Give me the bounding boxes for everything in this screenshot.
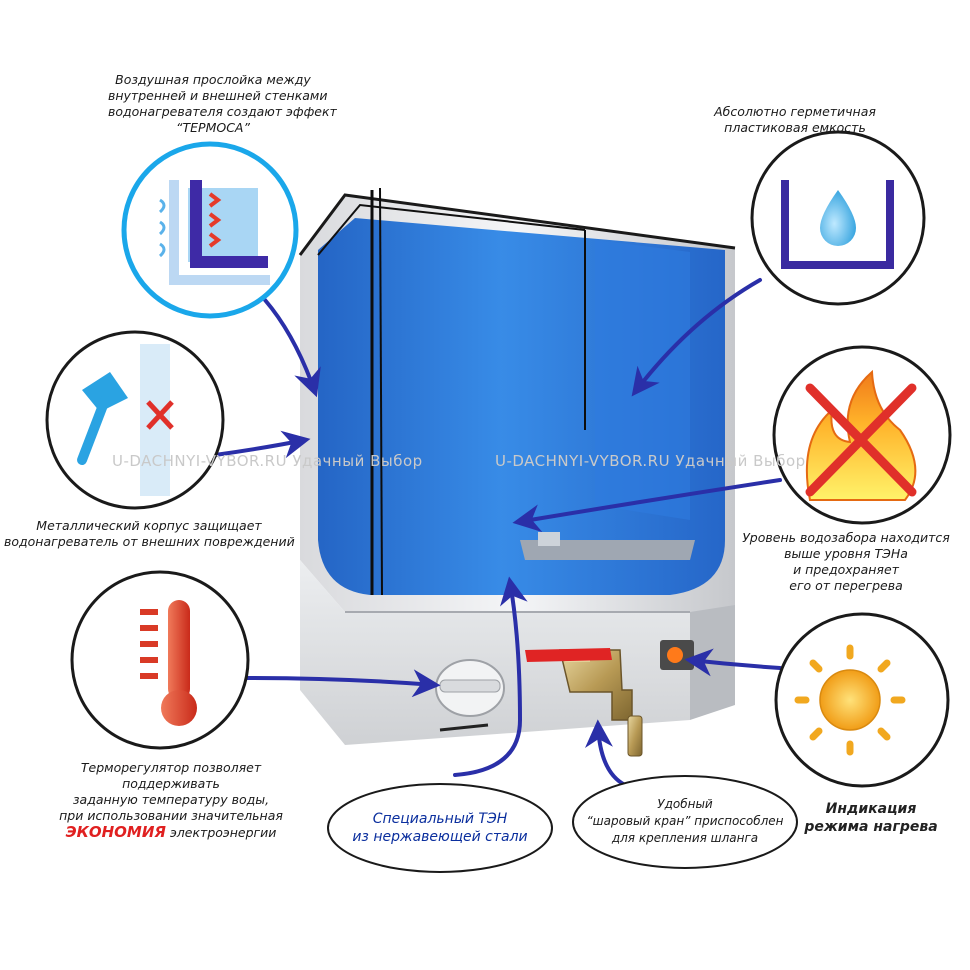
- thermometer-icon: [140, 600, 197, 726]
- indicator-callout: [774, 612, 950, 788]
- watermark-left: U-DACHNYI-VYBOR.RU Удачный Выбор: [112, 452, 423, 470]
- heater-oval: [327, 783, 553, 873]
- hermetic-caption: Абсолютно герметичная пластиковая емкост…: [714, 104, 876, 135]
- water-level-caption: Уровень водозабора находится выше уровня…: [742, 530, 950, 593]
- watermark-right: U-DACHNYI-VYBOR.RU Удачный Выбор: [495, 452, 806, 470]
- ball-valve-oval: [572, 775, 798, 869]
- metal-case-callout: [45, 330, 225, 510]
- thermostat-callout: [70, 570, 250, 750]
- thermos-wall-icon: [158, 180, 270, 285]
- heater-caption: Специальный ТЭН из нержавеющей стали: [352, 811, 528, 845]
- ball-valve-caption: Удобный “шаровый кран” приспособлен для …: [586, 797, 784, 845]
- air-layer-callout: [121, 141, 299, 319]
- water-drop-container-icon: [781, 180, 894, 269]
- indicator-caption: Индикация режима нагрева: [804, 801, 938, 835]
- thermostat-caption: Терморегулятор позволяет поддерживать за…: [59, 760, 283, 841]
- water-level-callout: [772, 345, 952, 525]
- hermetic-callout: [750, 130, 926, 306]
- no-fire-icon: [805, 369, 917, 501]
- sun-icon: [794, 644, 906, 756]
- air-layer-caption: Воздушная прослойка между внутренней и в…: [108, 72, 337, 135]
- metal-case-caption: Металлический корпус защищает водонагрев…: [4, 518, 295, 549]
- hammer-icon: [77, 372, 174, 465]
- economy-highlight: ЭКОНОМИЯ: [65, 823, 166, 841]
- pointer-arrows: [213, 278, 782, 787]
